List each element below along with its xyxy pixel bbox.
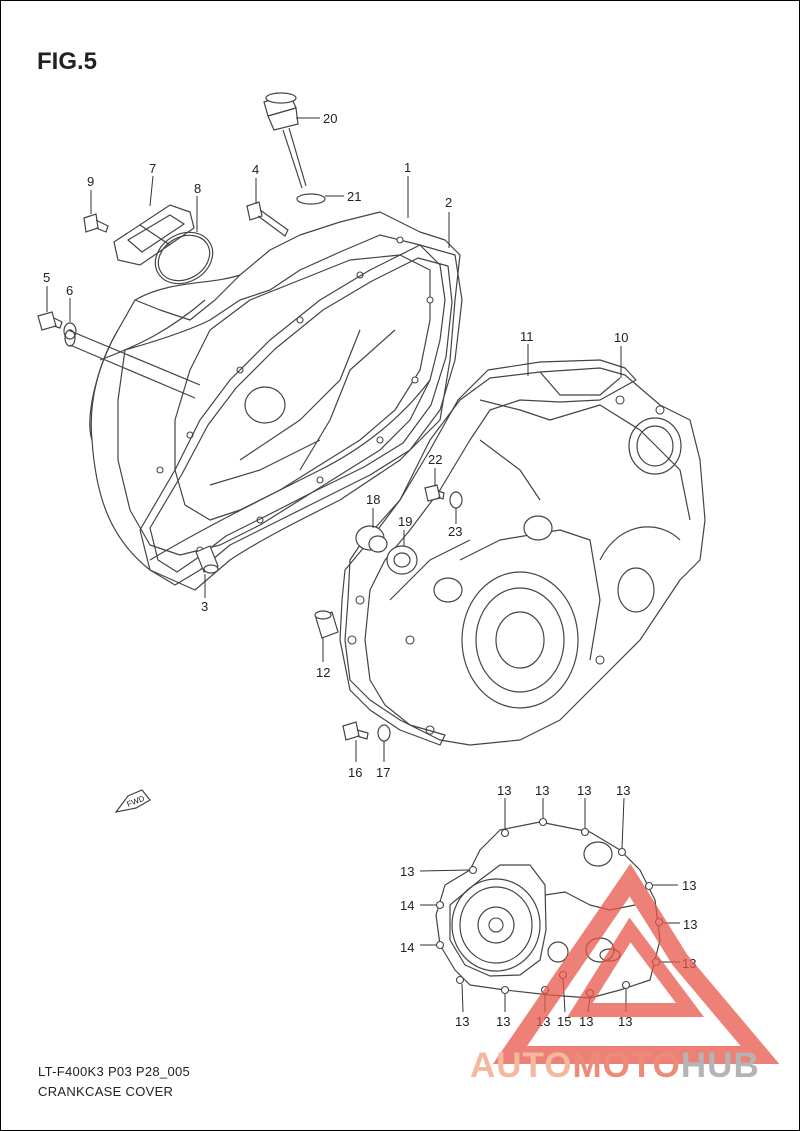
callout-6: 6: [66, 283, 73, 298]
watermark-logo: [492, 863, 780, 1064]
callout-18: 18: [366, 492, 380, 507]
oil-filler-cap: [263, 92, 307, 189]
dowel-pin-right: [314, 610, 339, 639]
callout-13-l: 13: [579, 1014, 593, 1029]
watermark-text: AUTOMOTOHUB: [470, 1046, 760, 1086]
callout-22: 22: [428, 452, 442, 467]
plug-washer: [449, 491, 463, 509]
callout-3: 3: [201, 599, 208, 614]
callout-7: 7: [149, 161, 156, 176]
callout-16: 16: [348, 765, 362, 780]
callout-15: 15: [557, 1014, 571, 1029]
callout-2: 2: [445, 195, 452, 210]
watermark-part-2: MOTO: [572, 1046, 681, 1085]
callout-13-e: 13: [400, 864, 414, 879]
drain-bolt: [37, 311, 63, 331]
section-name: CRANKCASE COVER: [38, 1084, 174, 1099]
callout-21: 21: [347, 189, 361, 204]
callout-13-j: 13: [496, 1014, 510, 1029]
callout-13-f: 13: [682, 878, 696, 893]
callout-17: 17: [376, 765, 390, 780]
right-crankcase-cover: [344, 367, 706, 746]
callout-19: 19: [398, 514, 412, 529]
watermark-part-3: HUB: [680, 1046, 760, 1085]
plug-bolt: [424, 484, 445, 502]
callout-14-a: 14: [400, 898, 414, 913]
cap-o-ring: [154, 231, 214, 285]
callout-1: 1: [404, 160, 411, 175]
callout-4: 4: [252, 162, 259, 177]
inspection-cap: [113, 204, 195, 266]
oil-seal-cap: [355, 525, 388, 553]
callout-13-b: 13: [535, 783, 549, 798]
model-code: LT-F400K3 P03 P28_005: [38, 1064, 191, 1079]
cover-bolt: [246, 201, 289, 237]
callout-13-a: 13: [497, 783, 511, 798]
left-crankcase-cover: [64, 211, 461, 591]
callout-5: 5: [43, 270, 50, 285]
callout-13-m: 13: [618, 1014, 632, 1029]
callout-13-d: 13: [616, 783, 630, 798]
cover-gasket: [139, 244, 463, 586]
callout-8: 8: [194, 181, 201, 196]
callout-13-i: 13: [455, 1014, 469, 1029]
callout-labels: 20 21 1 2 9 7 8 4 5 6 11 10 22 23 18 19 …: [43, 111, 697, 1029]
callout-23: 23: [448, 524, 462, 539]
cover-bolt-lower: [342, 721, 369, 741]
callout-11: 11: [520, 329, 534, 344]
callout-20: 20: [323, 111, 337, 126]
watermark-part-1: AUTO: [470, 1046, 573, 1085]
bolt-washer: [377, 724, 391, 742]
figure-title: FIG.5: [37, 48, 98, 75]
fwd-arrow-icon: FWD: [114, 789, 151, 813]
bolt-pattern-detail: [435, 817, 664, 999]
callout-14-b: 14: [400, 940, 414, 955]
cap-bolt: [83, 213, 109, 233]
callout-9: 9: [87, 174, 94, 189]
filler-o-ring: [296, 193, 326, 205]
right-cover-gasket: [339, 359, 637, 746]
callout-10: 10: [614, 330, 628, 345]
drain-washer: [63, 322, 77, 340]
callout-13-c: 13: [577, 783, 591, 798]
dowel-pin: [195, 545, 219, 574]
callout-12: 12: [316, 665, 330, 680]
oil-seal: [386, 545, 418, 575]
callout-13-g: 13: [683, 917, 697, 932]
